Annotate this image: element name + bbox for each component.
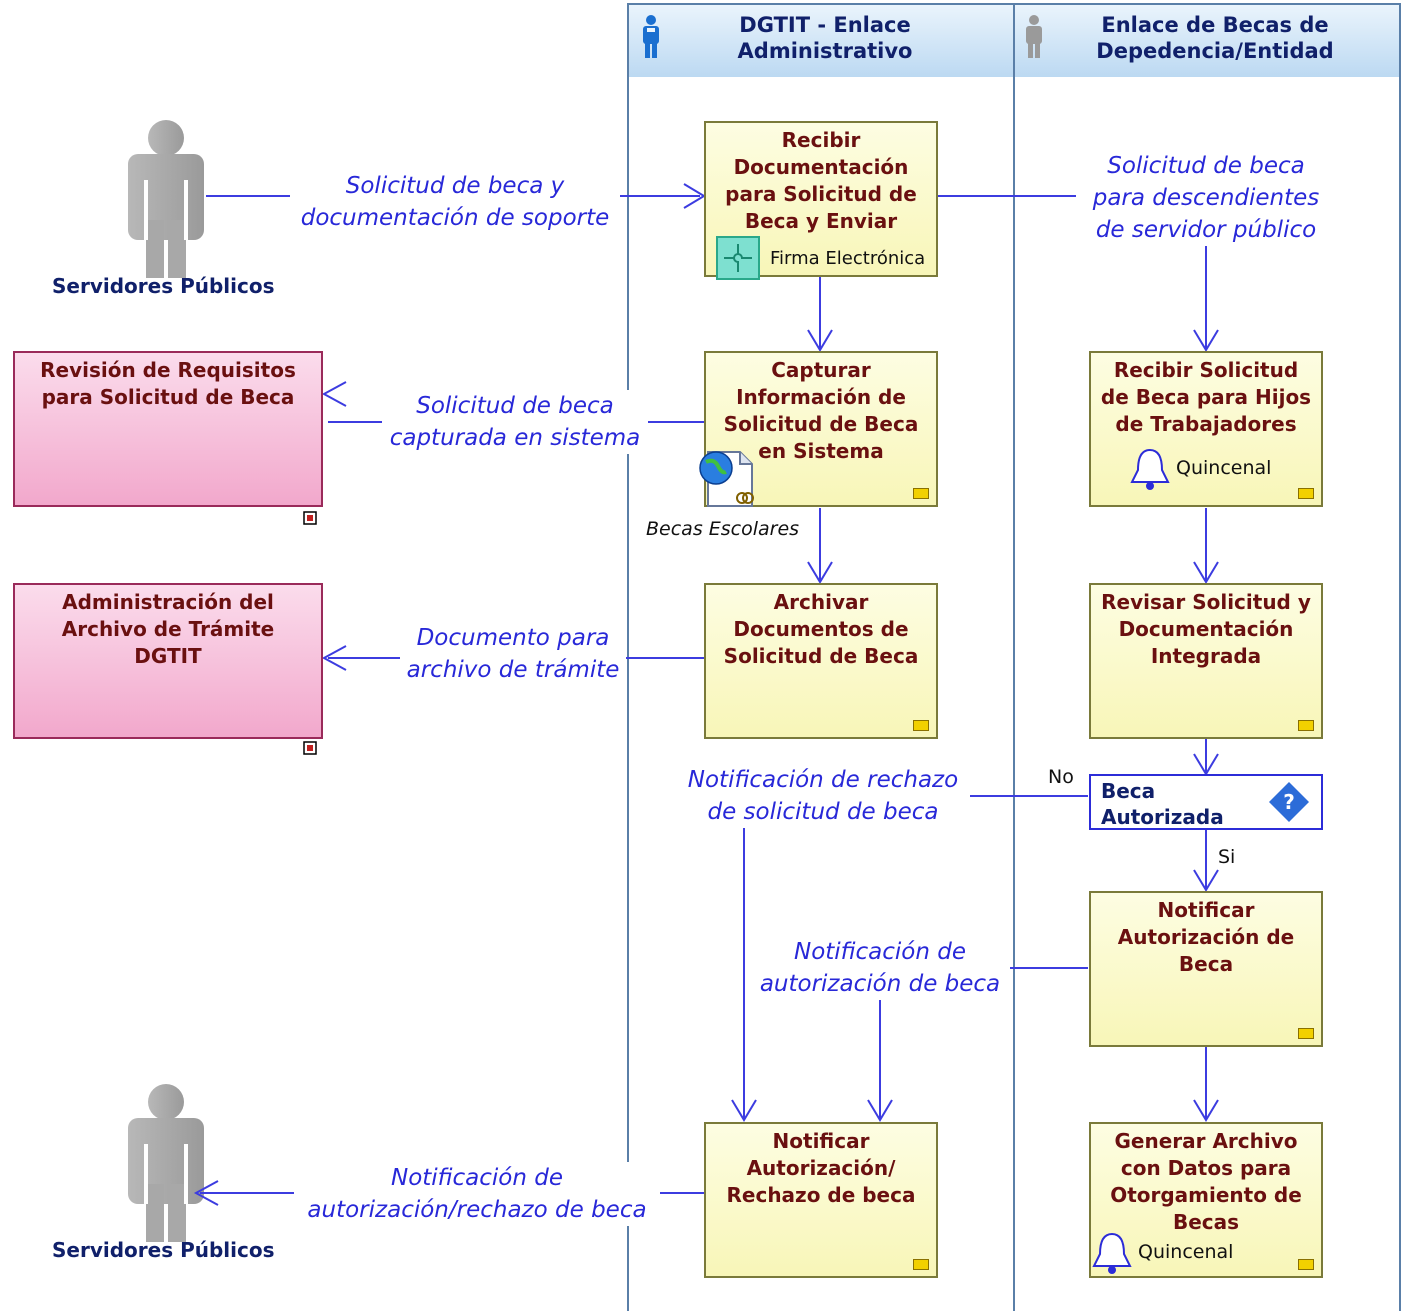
task-notificar-autorizacion[interactable]: Notificar Autorización de Beca bbox=[1089, 891, 1323, 1047]
task-label: Archivar Documentos de Solicitud de Beca bbox=[723, 590, 919, 668]
puzzle-icon bbox=[716, 236, 760, 280]
task-label: Revisar Solicitud y Documentación Integr… bbox=[1101, 590, 1311, 668]
gateway-beca-autorizada[interactable]: Beca Autorizada ? bbox=[1089, 774, 1323, 830]
task-notificar-autorizacion-rechazo[interactable]: Notificar Autorización/ Rechazo de beca bbox=[704, 1122, 938, 1278]
message-notificacion-rechazo: Notificación de rechazo de solicitud de … bbox=[676, 764, 970, 828]
role-icon-enlace bbox=[1026, 15, 1042, 58]
message-notificacion-autorizacion-rechazo: Notificación de autorización/rechazo de … bbox=[294, 1162, 660, 1226]
task-link-icon bbox=[1298, 488, 1314, 499]
quincenal-annotation-2: Quincenal bbox=[1088, 1228, 1233, 1276]
task-revisar-solicitud[interactable]: Revisar Solicitud y Documentación Integr… bbox=[1089, 583, 1323, 739]
actor-label-bottom: Servidores Públicos bbox=[52, 1238, 275, 1262]
gateway-label: Beca Autorizada bbox=[1101, 779, 1224, 829]
message-notificacion-autorizacion: Notificación de autorización de beca bbox=[750, 936, 1010, 1000]
message-documento-archivo: Documento para archivo de trámite bbox=[400, 622, 626, 686]
task-link-icon bbox=[1298, 720, 1314, 731]
globe-document-icon bbox=[699, 451, 754, 507]
firma-electronica-label: Firma Electrónica bbox=[770, 247, 926, 269]
task-label: Capturar Información de Solicitud de Bec… bbox=[723, 358, 919, 463]
task-link-icon bbox=[913, 720, 929, 731]
firma-electronica-annotation: Firma Electrónica bbox=[716, 236, 925, 280]
link-marker-admin bbox=[303, 741, 317, 755]
process-administracion-archivo[interactable]: Administración del Archivo de Trámite DG… bbox=[13, 583, 323, 739]
task-label: Generar Archivo con Datos para Otorgamie… bbox=[1110, 1129, 1302, 1234]
process-revision-requisitos[interactable]: Revisión de Requisitos para Solicitud de… bbox=[13, 351, 323, 507]
lane-title-enlace: Enlace de Becas de Depedencia/Entidad bbox=[1096, 13, 1334, 63]
task-label: Notificar Autorización/ Rechazo de beca bbox=[726, 1129, 916, 1207]
bell-icon bbox=[1130, 448, 1170, 490]
message-solicitud-documentacion: Solicitud de beca y documentación de sop… bbox=[290, 170, 620, 234]
gateway-yes-label: Si bbox=[1218, 846, 1236, 868]
person-icon-top bbox=[128, 120, 204, 278]
lane-title-dgtit: DGTIT - Enlace Administrativo bbox=[737, 13, 913, 63]
quincenal-label: Quincenal bbox=[1138, 1241, 1234, 1263]
link-marker-revision bbox=[303, 511, 317, 525]
task-link-icon bbox=[913, 1259, 929, 1270]
quincenal-annotation-1: Quincenal bbox=[1126, 444, 1271, 492]
svg-text:?: ? bbox=[1283, 790, 1295, 814]
task-label: Recibir Solicitud de Beca para Hijos de … bbox=[1100, 358, 1312, 436]
message-solicitud-descendientes: Solicitud de beca para descendientes de … bbox=[1076, 150, 1336, 246]
person-icon-bottom bbox=[128, 1084, 204, 1242]
task-label: Recibir Documentación para Solicitud de … bbox=[725, 128, 917, 233]
actor-label-top: Servidores Públicos bbox=[52, 274, 275, 298]
quincenal-label: Quincenal bbox=[1176, 457, 1272, 479]
lane-dgtit-header bbox=[629, 5, 1013, 77]
task-link-icon bbox=[1298, 1028, 1314, 1039]
question-diamond-icon: ? bbox=[1269, 782, 1309, 822]
task-generar-archivo[interactable]: Generar Archivo con Datos para Otorgamie… bbox=[1089, 1122, 1323, 1278]
task-link-icon bbox=[1298, 1259, 1314, 1270]
gateway-no-label: No bbox=[1048, 766, 1074, 788]
task-label: Notificar Autorización de Beca bbox=[1117, 898, 1295, 976]
bell-icon bbox=[1092, 1232, 1132, 1274]
task-archivar-documentos[interactable]: Archivar Documentos de Solicitud de Beca bbox=[704, 583, 938, 739]
becas-escolares-label: Becas Escolares bbox=[646, 518, 800, 540]
message-solicitud-capturada: Solicitud de beca capturada en sistema bbox=[382, 390, 648, 454]
lane-enlace-header bbox=[1015, 5, 1399, 77]
task-recibir-solicitud-beca[interactable]: Recibir Solicitud de Beca para Hijos de … bbox=[1089, 351, 1323, 507]
role-icon-dgtit bbox=[643, 15, 659, 58]
task-link-icon bbox=[913, 488, 929, 499]
process-label: Revisión de Requisitos para Solicitud de… bbox=[40, 358, 296, 409]
process-label: Administración del Archivo de Trámite DG… bbox=[61, 590, 275, 668]
